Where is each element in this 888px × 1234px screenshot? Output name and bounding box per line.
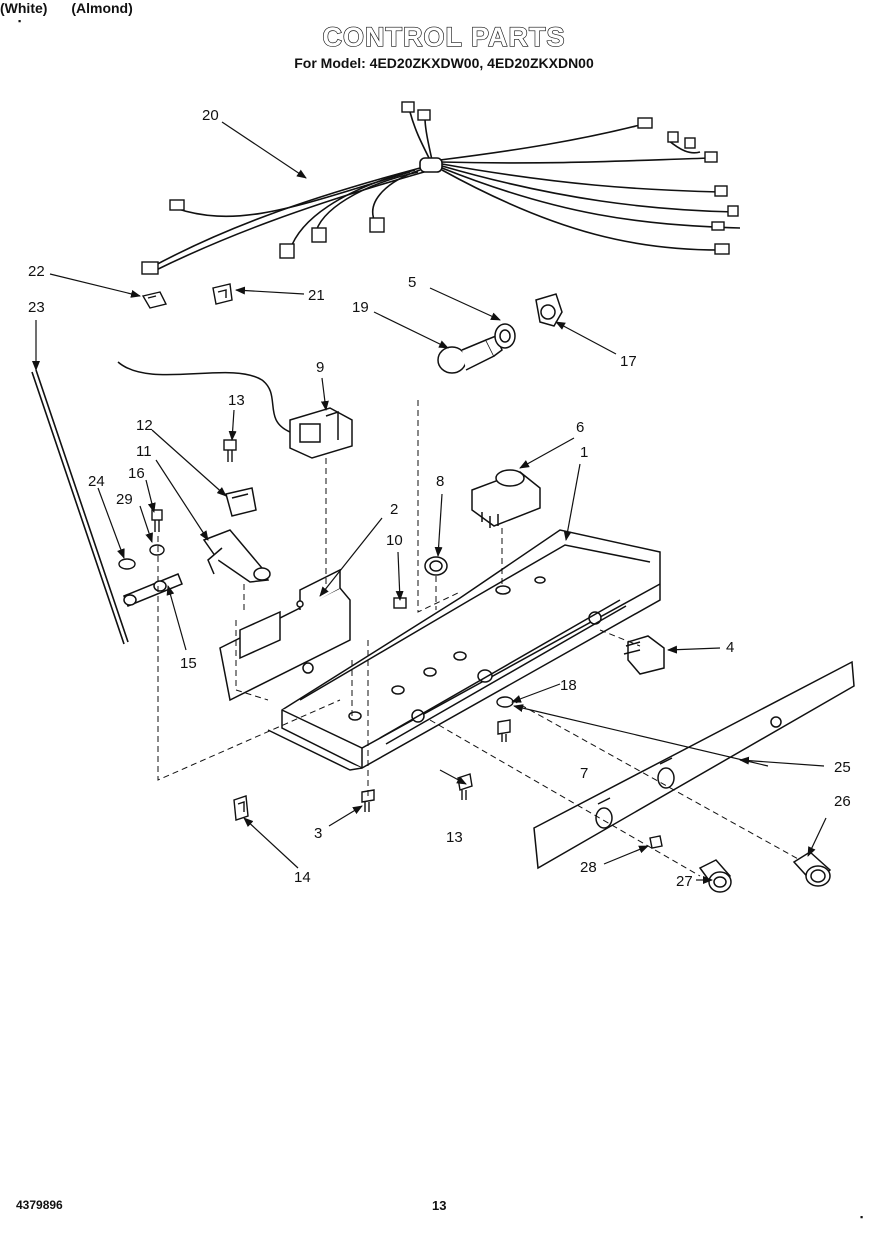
corner-mark: ▪ [18,16,22,26]
callout-18: 18 [560,677,577,694]
variant-almond: (Almond) [71,0,133,16]
callout-22: 22 [28,263,45,280]
document-part-number: 4379896 [16,1198,63,1212]
bulb-socket [494,323,516,349]
callout-29: 29 [116,491,133,508]
callout-15: 15 [180,655,197,672]
callout-27: 27 [676,873,693,890]
callout-17: 17 [620,353,637,370]
callout-2: 2 [390,501,398,518]
clip-21 [212,283,233,305]
washers [118,544,514,708]
callout-10: 10 [386,532,403,549]
callout-24: 24 [88,473,105,490]
screws [151,439,511,812]
knob-27 [698,859,732,893]
callout-3: 3 [314,825,322,842]
page-title: CONTROL PARTS [322,21,566,52]
callout-9: 9 [316,359,324,376]
plug-button [424,556,448,576]
callout-4: 4 [726,639,734,656]
callout-13-top: 13 [228,392,245,409]
damper-lever [123,573,183,607]
color-variants: (White) (Almond) [0,0,200,16]
callout-12: 12 [136,417,153,434]
page-number: 13 [432,1198,447,1213]
callout-5: 5 [408,274,416,291]
callout-19: 19 [352,299,369,316]
assembly-lines [157,400,801,877]
variant-white: (White) [0,0,48,16]
harness-connectors [141,101,739,275]
knob-26 [792,851,832,887]
callout-13-bottom: 13 [446,829,463,846]
shaft-bracket [225,487,257,517]
callout-28: 28 [580,859,597,876]
callout-6: 6 [576,419,584,436]
callout-16: 16 [128,465,145,482]
clip-22 [141,291,168,309]
corner-mark: ▪ [860,1212,864,1222]
callout-20: 20 [202,107,219,124]
defrost-timer [471,469,541,528]
callout-25: 25 [834,759,851,776]
callout-numbers: 1 2 3 4 5 6 7 8 9 10 11 12 13 13 14 15 1… [28,107,851,890]
callout-23: 23 [28,299,45,316]
callout-8: 8 [436,473,444,490]
thermostat [117,361,353,459]
callout-21: 21 [308,287,325,304]
spring-clip [233,795,249,821]
model-line: For Model: 4ED20ZKXDW00, 4ED20ZKXDN00 [294,55,594,71]
control-shaft [202,529,271,583]
lamp-holder [535,293,563,327]
damper-rod [31,369,129,645]
button-28 [649,835,663,849]
light-bulb [437,335,503,374]
light-switch [623,635,665,675]
control-housing [267,529,661,771]
callout-11: 11 [136,443,152,460]
wire-harness [149,111,741,273]
callout-1: 1 [580,444,588,461]
callout-14: 14 [294,869,311,886]
callout-26: 26 [834,793,851,810]
leader-arrows [32,121,827,884]
callout-7: 7 [580,765,588,782]
